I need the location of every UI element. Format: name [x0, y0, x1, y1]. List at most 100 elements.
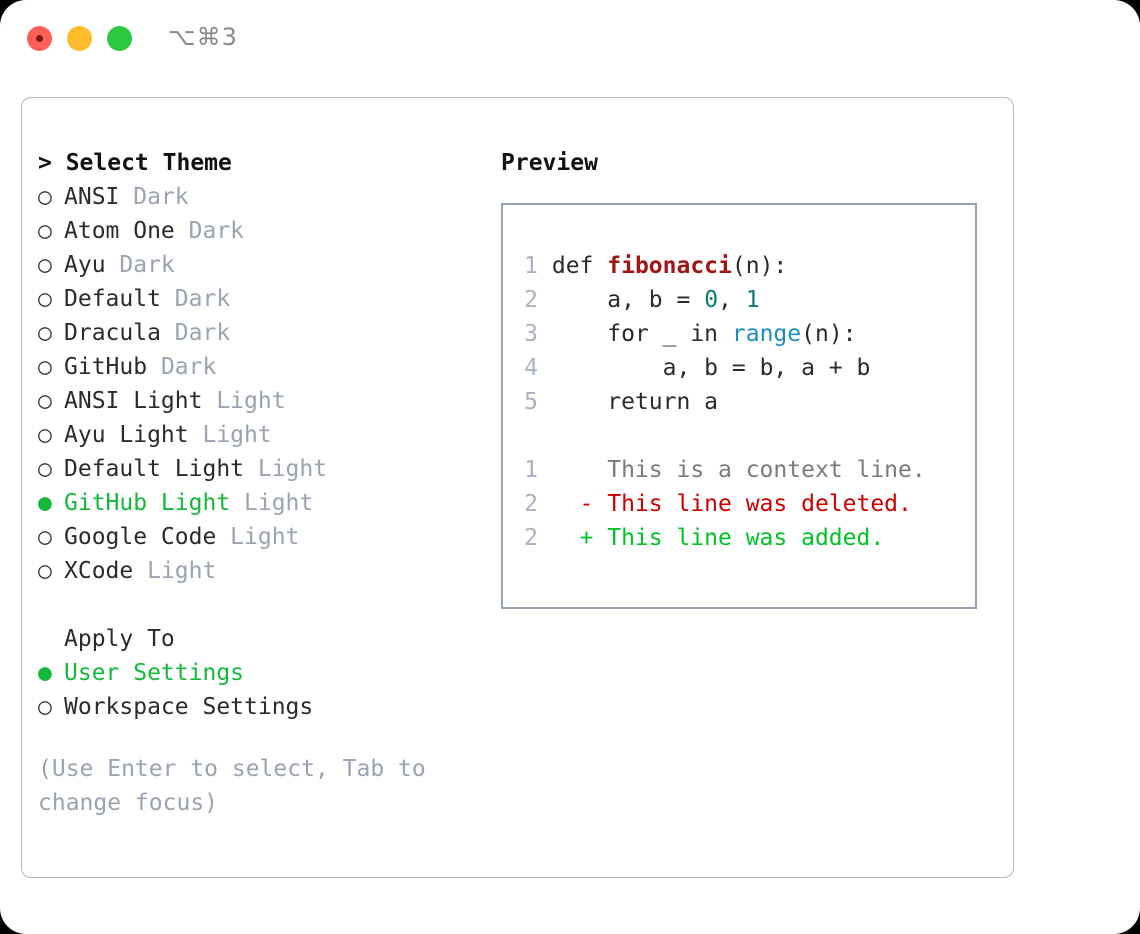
theme-variant-label: Dark [160, 286, 231, 312]
theme-list-item[interactable]: ○ Ayu Dark [38, 248, 478, 282]
theme-variant-label: Light [202, 388, 286, 414]
theme-name: GitHub [64, 354, 148, 380]
maximize-button[interactable] [107, 26, 132, 51]
theme-name: Ayu [64, 252, 106, 278]
diff-text: This is a context line. [538, 457, 926, 483]
diff-sample: 1 This is a context line.2 - This line w… [503, 453, 975, 555]
code-line: 5 return a [503, 385, 975, 419]
line-number: 3 [524, 321, 538, 347]
line-number: 1 [524, 457, 538, 483]
code-token: def [551, 253, 608, 279]
theme-list-item[interactable]: ○ ANSI Dark [38, 180, 478, 214]
theme-name: GitHub Light [64, 490, 231, 516]
theme-variant-label: Light [230, 490, 314, 516]
code-line: 2 a, b = 0, 1 [503, 283, 975, 317]
theme-variant-label: Dark [147, 354, 217, 380]
radio-selected-icon[interactable]: ● [38, 490, 52, 516]
radio-unselected-icon[interactable]: ○ [38, 524, 52, 550]
radio-unselected-icon[interactable]: ○ [38, 422, 52, 448]
code-token: (n): [731, 253, 788, 279]
select-theme-heading: > Select Theme [38, 150, 232, 176]
line-number: 4 [524, 355, 538, 381]
radio-selected-icon[interactable]: ● [38, 660, 52, 686]
theme-name: Dracula [64, 320, 161, 346]
theme-list-item[interactable]: ○ XCode Light [38, 554, 478, 588]
title-bar: ⌥⌘3 [0, 0, 1140, 78]
line-number: 2 [524, 525, 538, 551]
theme-list-item[interactable]: ○ Default Light Light [38, 452, 478, 486]
apply-to-option-label: User Settings [64, 660, 245, 686]
preview-heading: Preview [501, 150, 598, 176]
code-token: 0 [704, 287, 719, 313]
theme-name: Google Code [64, 524, 217, 550]
radio-unselected-icon[interactable]: ○ [38, 218, 52, 244]
theme-variant-label: Dark [119, 184, 189, 210]
theme-name: Atom One [64, 218, 175, 244]
theme-list-item[interactable]: ○ Ayu Light Light [38, 418, 478, 452]
line-number: 1 [524, 253, 538, 279]
theme-variant-label: Dark [174, 218, 245, 244]
code-diff-gap [503, 419, 975, 453]
theme-name: ANSI Light [64, 388, 203, 414]
code-token: a, b = [551, 287, 705, 313]
radio-unselected-icon[interactable]: ○ [38, 286, 52, 312]
code-line: 1 def fibonacci(n): [503, 249, 975, 283]
code-line: 4 a, b = b, a + b [503, 351, 975, 385]
diff-line: 2 - This line was deleted. [503, 487, 975, 521]
theme-selector-column: > Select Theme ○ANSI Dark○Atom One Dark○… [38, 146, 478, 820]
radio-unselected-icon[interactable]: ○ [38, 252, 52, 278]
theme-list-item[interactable]: ○ ANSI Light Light [38, 384, 478, 418]
theme-variant-label: Dark [160, 320, 231, 346]
code-token: fibonacci [607, 253, 732, 279]
radio-unselected-icon[interactable]: ○ [38, 320, 52, 346]
line-number: 2 [524, 287, 538, 313]
theme-list-item[interactable]: ○ Default Dark [38, 282, 478, 316]
close-button[interactable] [27, 26, 52, 51]
theme-variant-label: Light [244, 456, 328, 482]
diff-line: 2 + This line was added. [503, 521, 975, 555]
theme-name: Default [64, 286, 161, 312]
theme-list[interactable]: ○ ANSI Dark ○ Atom One Dark ○ Ayu Dark ○ Defaul… [38, 180, 478, 588]
line-number: 2 [524, 491, 538, 517]
theme-list-item[interactable]: ● GitHub Light Light [38, 486, 478, 520]
radio-unselected-icon[interactable]: ○ [38, 184, 52, 210]
theme-variant-label: Light [188, 422, 272, 448]
theme-list-item[interactable]: ○ Google Code Light [38, 520, 478, 554]
theme-variant-label: Dark [105, 252, 175, 278]
apply-to-option[interactable]: ○Workspace Settings [38, 690, 478, 724]
theme-variant-label: Light [133, 558, 217, 584]
theme-name: ANSI [64, 184, 120, 210]
radio-unselected-icon[interactable]: ○ [38, 354, 52, 380]
radio-unselected-icon[interactable]: ○ [38, 558, 52, 584]
radio-unselected-icon[interactable]: ○ [38, 456, 52, 482]
theme-variant-label: Light [216, 524, 300, 550]
apply-to-heading: Apply To [64, 626, 175, 652]
diff-line: 1 This is a context line. [503, 453, 975, 487]
apply-to-options[interactable]: ● User Settings ○Workspace Settings [38, 656, 478, 724]
radio-unselected-icon[interactable]: ○ [38, 388, 52, 414]
radio-unselected-icon[interactable]: ○ [38, 694, 52, 720]
diff-text: + This line was added. [538, 525, 885, 551]
theme-name: Ayu Light [64, 422, 189, 448]
theme-list-item[interactable]: ○ Dracula Dark [38, 316, 478, 350]
code-token: (n): [801, 321, 857, 347]
diff-text: - This line was deleted. [538, 491, 912, 517]
code-token: return a [551, 389, 719, 415]
theme-name: Default Light [64, 456, 245, 482]
code-token: 1 [745, 287, 760, 313]
minimize-button[interactable] [67, 26, 92, 51]
code-line: 3 for _ in range(n): [503, 317, 975, 351]
code-token: for _ in [551, 321, 732, 347]
theme-list-item[interactable]: ○ GitHub Dark [38, 350, 478, 384]
line-number: 5 [524, 389, 538, 415]
preview-column: Preview 1 def fibonacci(n):2 a, b = 0, 1… [501, 146, 991, 609]
theme-list-item[interactable]: ○ Atom One Dark [38, 214, 478, 248]
code-token: , [718, 287, 746, 313]
code-token: range [731, 321, 802, 347]
keyboard-shortcut-label: ⌥⌘3 [168, 23, 238, 51]
help-text: (Use Enter to select, Tab to change focu… [38, 756, 426, 816]
apply-to-option[interactable]: ● User Settings [38, 656, 478, 690]
theme-name: XCode [64, 558, 134, 584]
